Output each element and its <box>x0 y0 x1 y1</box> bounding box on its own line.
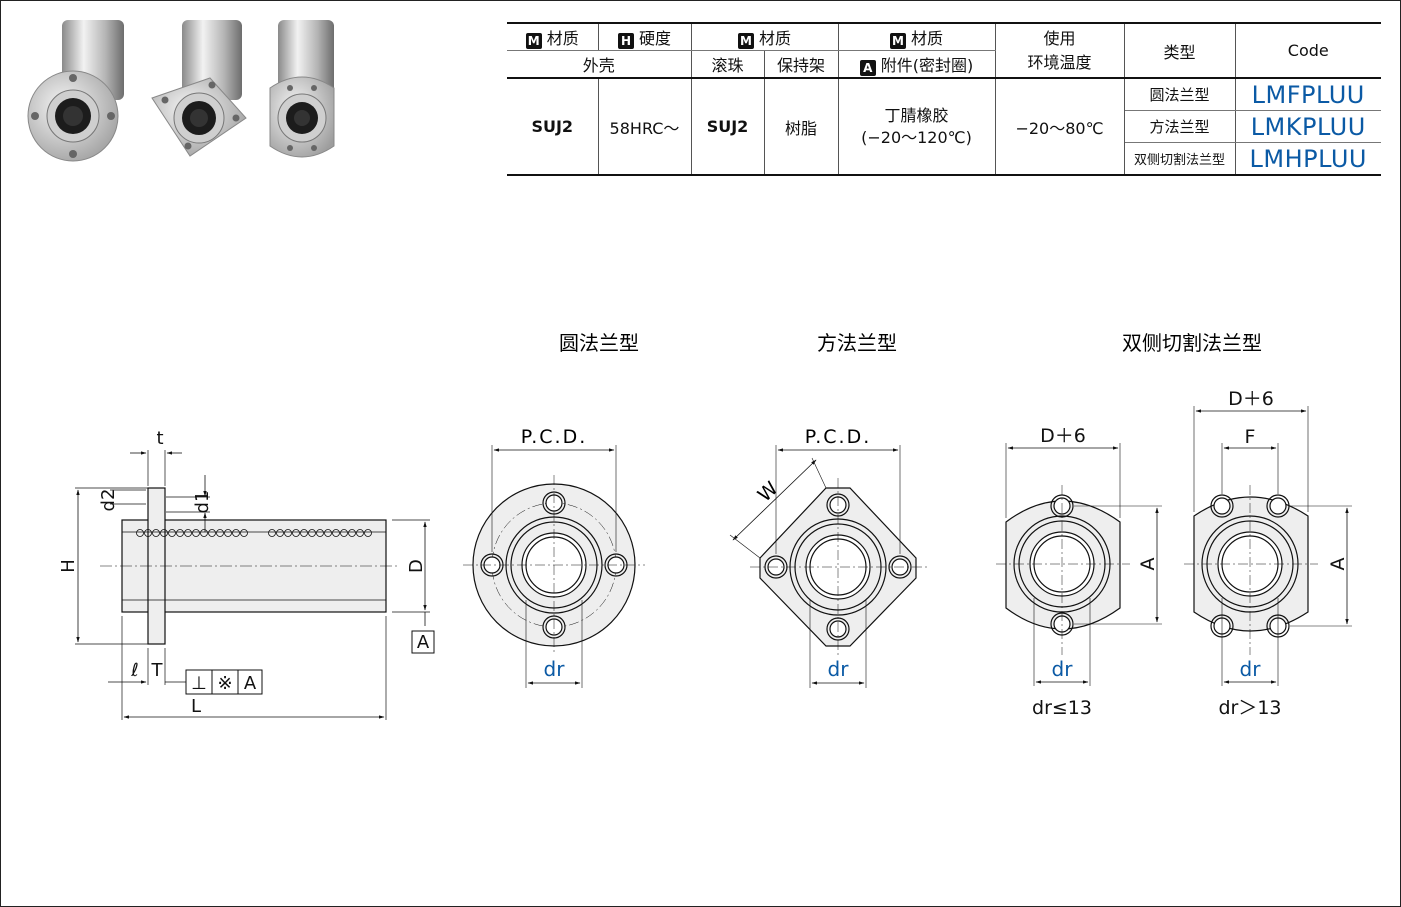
label-d1: d1 <box>192 491 213 514</box>
cut-condition-small: dr≤13 <box>1032 697 1092 719</box>
ball-row <box>136 529 372 537</box>
round-dr-label: dr <box>544 657 566 681</box>
material-badge-icon: M <box>889 33 906 49</box>
material-badge-icon: M <box>525 33 542 49</box>
technical-drawings: t d2 d1 H D A ℓ T ⊥ ※ A L 圆法兰型 P.C.D. dr <box>58 331 1352 720</box>
cut-d6-label: D＋6 <box>1228 388 1274 410</box>
header-ball: 滚珠 <box>690 50 765 79</box>
retainer-material-value: 树脂 <box>763 78 839 176</box>
side-view <box>75 450 435 720</box>
product-photos <box>27 20 335 162</box>
square-pcd-label: P.C.D. <box>805 426 872 448</box>
round-flange-title: 圆法兰型 <box>559 331 639 355</box>
ball-material-value: SUJ2 <box>690 78 765 176</box>
cut-A-label: A <box>1137 558 1159 571</box>
cut-A-label: A <box>1327 558 1349 571</box>
cut-F-label: F <box>1245 426 1256 448</box>
cut-flange-view-large <box>1184 406 1352 686</box>
square-flange-view <box>729 445 928 688</box>
cut-d6-label: D＋6 <box>1040 425 1086 447</box>
cut-flange-labels: D＋6 D＋6 F A A dr dr dr≤13 dr＞13 <box>1032 388 1349 719</box>
label-t: t <box>156 428 163 449</box>
type-code: LMKPLUU <box>1234 110 1381 143</box>
round-pcd-label: P.C.D. <box>521 426 588 448</box>
cut-dr-label: dr <box>1052 657 1074 681</box>
square-W-label: W <box>754 477 783 506</box>
label-d2: d2 <box>98 489 119 512</box>
label-D: D <box>406 559 427 573</box>
material-badge-icon: M <box>737 33 754 49</box>
photo-cut-flange <box>269 20 335 158</box>
label-L: L <box>191 696 201 717</box>
cut-flange-view-small <box>996 443 1162 686</box>
outer-hardness-value: 58HRC～ <box>597 78 692 176</box>
label-l: ℓ <box>130 660 138 681</box>
type-code: LMHPLUU <box>1234 142 1381 176</box>
header-outer: 外壳 <box>507 50 692 79</box>
type-name: 圆法兰型 <box>1123 78 1236 111</box>
label-H: H <box>58 559 79 573</box>
datum-A-ref: A <box>417 632 430 653</box>
photo-round-flange <box>27 20 124 162</box>
header-retainer: 保持架 <box>763 50 839 79</box>
square-flange-title: 方法兰型 <box>817 331 897 355</box>
square-dr-label: dr <box>828 657 850 681</box>
type-name: 双侧切割法兰型 <box>1124 142 1236 176</box>
seal-value: 丁腈橡胶(−20～120℃) <box>837 78 996 176</box>
hardness-badge-icon: H <box>617 33 634 49</box>
accessory-badge-icon: A <box>859 60 876 76</box>
outer-material-value: SUJ2 <box>507 78 599 176</box>
photo-square-flange <box>151 20 247 157</box>
env-temp-value: −20～80℃ <box>994 78 1125 176</box>
side-view-labels: t d2 d1 H D A ℓ T ⊥ ※ A L <box>58 428 430 717</box>
cut-flange-title: 双侧切割法兰型 <box>1122 331 1262 355</box>
round-flange-view <box>463 445 645 688</box>
header-type: 类型 <box>1123 22 1236 79</box>
label-T: T <box>151 660 164 681</box>
datum-A: A <box>244 673 257 694</box>
header-code: Code <box>1234 22 1381 79</box>
type-name: 方法兰型 <box>1124 110 1236 143</box>
cut-condition-large: dr＞13 <box>1218 697 1281 719</box>
note-mark: ※ <box>217 673 232 694</box>
header-env-temp: 使用 环境温度 <box>994 22 1125 79</box>
type-code: LMFPLUU <box>1234 78 1381 111</box>
perpendicularity-icon: ⊥ <box>191 673 207 694</box>
cut-dr-label: dr <box>1240 657 1262 681</box>
